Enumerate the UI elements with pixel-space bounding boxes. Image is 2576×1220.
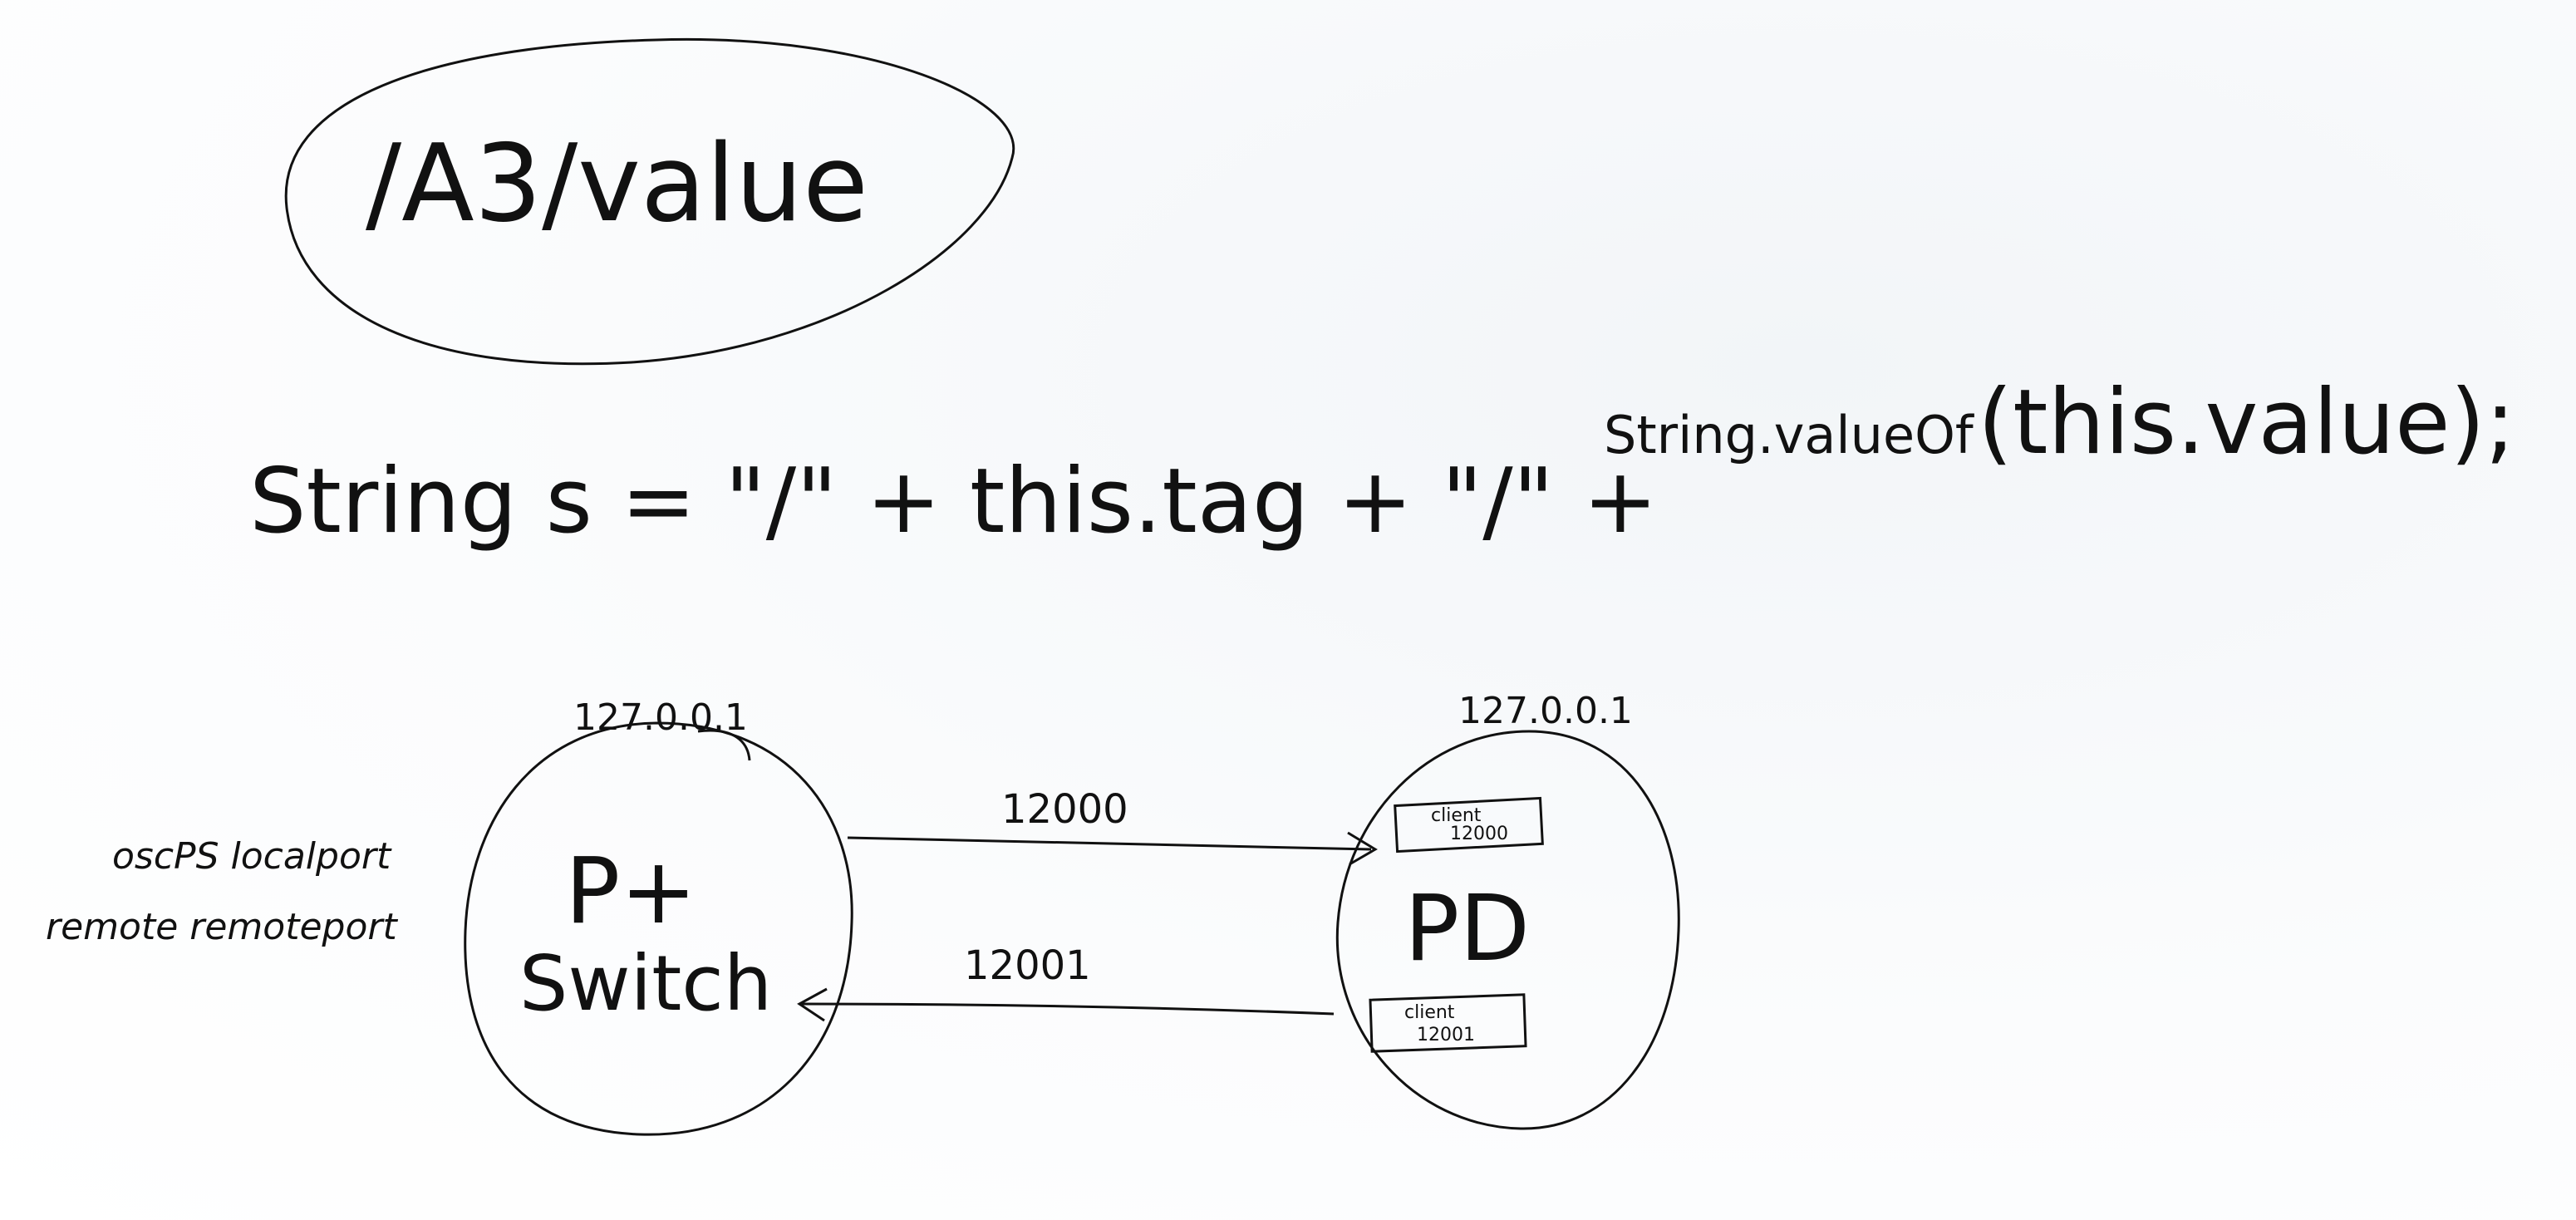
right-node-circle (1335, 730, 1680, 1130)
code-line-part1: String s = "/" + this.tag + "/" + (249, 450, 1658, 553)
left-node-tick (697, 729, 751, 761)
title-text: /A3/value (366, 122, 868, 246)
link-arrow-bottom-head (797, 987, 828, 1022)
left-node-circle (464, 721, 853, 1136)
left-node-note-1: oscPS localport (112, 835, 392, 878)
right-node-client-bottom-label: client (1404, 1002, 1455, 1023)
link-top-port: 12000 (1001, 786, 1128, 833)
right-node-client-box-bottom (1369, 993, 1527, 1053)
left-node-ip: 127.0.0.1 (573, 696, 748, 739)
right-node-client-top-label: client (1431, 805, 1482, 826)
link-bottom-port: 12001 (964, 942, 1091, 989)
left-node-label-2: Switch (519, 939, 772, 1028)
left-node-note-2: remote remoteport (46, 906, 398, 948)
code-line-part3: (this.value); (1978, 371, 2515, 475)
right-node-client-top-port: 12000 (1450, 824, 1508, 844)
link-arrow-bottom (801, 1002, 1335, 1016)
right-node-client-box-top (1394, 796, 1544, 854)
right-node-label: PD (1404, 875, 1530, 981)
right-node-client-bottom-port: 12001 (1417, 1025, 1475, 1045)
right-node-ip: 127.0.0.1 (1458, 690, 1633, 732)
left-node-label-1: P+ (565, 838, 697, 944)
title-ellipse (284, 37, 1015, 366)
code-line-part2: String.valueOf (1604, 405, 1975, 465)
link-arrow-top (847, 836, 1372, 851)
link-arrow-top-head (1347, 831, 1378, 866)
